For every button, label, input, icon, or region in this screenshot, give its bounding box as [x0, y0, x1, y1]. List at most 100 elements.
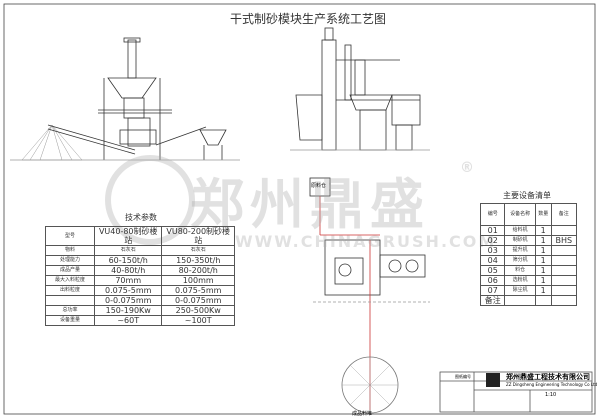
table-cell: 物料 — [45, 245, 95, 256]
table-cell: 1 — [534, 225, 552, 236]
table-header-row: 型号 VU40-80制砂楼站 VU80-200制砂楼站 — [45, 226, 235, 246]
table-cell — [550, 295, 578, 306]
table-cell — [550, 285, 578, 296]
bottom-label: 成品料堆 — [352, 411, 373, 417]
header-cell: 设备名称 — [504, 203, 536, 226]
table-cell: 石灰石 — [161, 245, 235, 256]
table-cell: 1 — [534, 235, 552, 246]
company-logo-icon — [486, 373, 500, 387]
table-cell: 02 — [479, 235, 506, 246]
title-block-lines — [439, 371, 593, 413]
table-row: 设备重量~60T~100T — [45, 315, 235, 326]
table-cell: 最大入料粒度 — [45, 275, 95, 286]
table-cell: 0.075-5mm — [161, 285, 235, 296]
table-row: 物料石灰石石灰石 — [45, 245, 235, 256]
table-cell — [504, 295, 536, 306]
company-name-en: ZZ Dingsheng Engineering Technology Co L… — [506, 382, 598, 387]
table-cell: ~60T — [93, 315, 163, 326]
table-cell — [534, 295, 552, 306]
table-cell: 06 — [479, 275, 506, 286]
table-cell: 出料粒度 — [45, 285, 95, 296]
table-cell: 40-80t/h — [93, 265, 163, 276]
table-cell: 1 — [534, 245, 552, 256]
table-cell: 1 — [534, 255, 552, 266]
plan-view — [309, 177, 430, 414]
table-cell: 成品产量 — [45, 265, 95, 276]
table-cell — [550, 275, 578, 286]
table-cell: 0-0.075mm — [161, 295, 235, 306]
tech-table-title: 技术参数 — [125, 213, 157, 222]
table-cell: 1 — [534, 265, 552, 276]
table-cell: 70mm — [93, 275, 163, 286]
table-cell: ~100T — [161, 315, 235, 326]
watermark-brand: 郑州鼎盛 — [190, 173, 430, 236]
table-cell: 0-0.075mm — [93, 295, 163, 306]
table-cell: 筛分机 — [504, 255, 536, 266]
company-name-cn: 郑州鼎盛工程技术有限公司 — [506, 373, 590, 381]
table-cell: 150-350t/h — [161, 255, 235, 266]
table-cell: BHS — [550, 235, 578, 246]
table-cell: 60-150t/h — [93, 255, 163, 266]
table-cell: 100mm — [161, 275, 235, 286]
drawing-title: 干式制砂模块生产系统工艺图 — [230, 12, 387, 26]
table-cell: 0.075-5mm — [93, 285, 163, 296]
table-cell: 250-500Kw — [161, 305, 235, 316]
table-cell: 04 — [479, 255, 506, 266]
table-cell: 处理能力 — [45, 255, 95, 266]
table-cell: 80-200t/h — [161, 265, 235, 276]
table-cell: 除尘机 — [504, 285, 536, 296]
left-elevation — [10, 37, 240, 161]
table-cell — [45, 295, 95, 306]
tech-params-table: 型号 VU40-80制砂楼站 VU80-200制砂楼站 物料石灰石石灰石处理能力… — [45, 226, 235, 326]
table-cell — [550, 225, 578, 236]
header-cell: 型号 — [45, 226, 95, 246]
table-row: 备注 — [479, 295, 578, 306]
header-cell: 备注 — [550, 203, 578, 226]
table-cell: 备注 — [479, 295, 506, 306]
watermark-registered: ® — [460, 160, 474, 176]
table-cell: 05 — [479, 265, 506, 276]
table-cell: 01 — [479, 225, 506, 236]
table-cell: 设备重量 — [45, 315, 95, 326]
table-cell: 料仓 — [504, 265, 536, 276]
table-cell: 石灰石 — [93, 245, 163, 256]
table-cell: 1 — [534, 275, 552, 286]
table-cell: 07 — [479, 285, 506, 296]
table-cell: 总功率 — [45, 305, 95, 316]
header-cell: VU80-200制砂楼站 — [161, 226, 235, 246]
header-cell: VU40-80制砂楼站 — [93, 226, 163, 246]
table-header-row: 编号 设备名称 数量 备注 — [479, 203, 578, 226]
table-cell — [550, 265, 578, 276]
table-cell: 提升机 — [504, 245, 536, 256]
right-elevation — [290, 27, 430, 151]
table-cell: 150-190Kw — [93, 305, 163, 316]
table-cell: 制砂机 — [504, 235, 536, 246]
table-cell: 选粉机 — [504, 275, 536, 286]
equip-table-title: 主要设备清单 — [503, 191, 551, 200]
header-cell: 数量 — [534, 203, 552, 226]
header-cell: 编号 — [479, 203, 506, 226]
watermark-url: WWW.CHINAGRUSH.COM — [235, 232, 497, 251]
table-cell: 1 — [534, 285, 552, 296]
table-cell: 给料机 — [504, 225, 536, 236]
drawing-no-label: 图纸编号 — [455, 374, 471, 379]
scale-value: 1:10 — [545, 392, 557, 398]
sheet-border — [3, 3, 596, 415]
plan-label: 原料仓 — [311, 183, 327, 189]
